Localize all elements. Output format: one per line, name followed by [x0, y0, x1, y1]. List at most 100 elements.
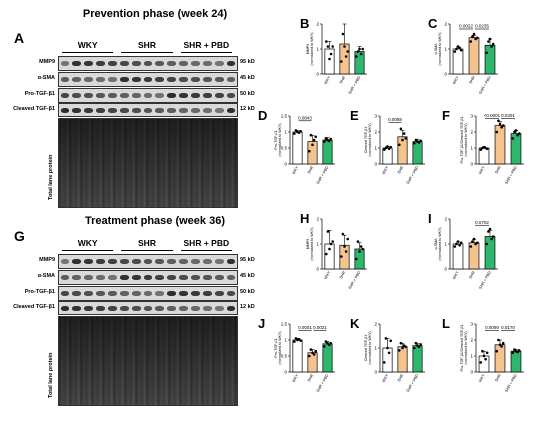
- bar-wky: [292, 131, 303, 165]
- data-point: [513, 130, 516, 134]
- total-lane-protein-label: Total lane protein: [48, 154, 54, 200]
- blot-band: [131, 93, 141, 98]
- data-point: [516, 350, 519, 354]
- data-point: [517, 349, 521, 352]
- data-point: [340, 255, 343, 258]
- y-axis-label: (normalized to WKY): [310, 32, 314, 65]
- y-axis-label: Pro-TGF-β1: [274, 130, 278, 149]
- data-point: [296, 338, 299, 342]
- blot-band: [214, 93, 224, 98]
- data-point: [358, 47, 361, 51]
- blot-band: [84, 61, 94, 66]
- blot-band: [191, 61, 200, 66]
- bar-wky: [478, 147, 490, 165]
- blot-group-line: [121, 250, 173, 251]
- bar-wky: [452, 243, 464, 270]
- panel-letter-k: K: [350, 316, 360, 331]
- blot-row-label: MMP9: [39, 257, 55, 263]
- blot-band: [202, 93, 212, 98]
- blot-kd-label: 95 kD: [240, 59, 255, 65]
- blot-group-line: [62, 52, 114, 53]
- x-tick-label: SHR: [307, 165, 315, 174]
- data-point: [498, 343, 502, 347]
- blot-band: [191, 291, 200, 296]
- blot-kd-label: 12 kD: [240, 304, 255, 310]
- data-point: [344, 250, 348, 253]
- blot-band: [191, 305, 200, 311]
- data-point: [343, 245, 346, 248]
- data-point: [479, 361, 483, 364]
- y-tick-label: 2: [470, 130, 473, 135]
- data-point: [471, 35, 474, 38]
- blot-group-label: SHR + PBD: [183, 238, 230, 248]
- blot-strip: [58, 254, 238, 269]
- data-point: [311, 143, 314, 147]
- bar-shr: [307, 141, 318, 165]
- p-value-label: 0.0068: [388, 117, 402, 122]
- data-point: [361, 47, 365, 51]
- x-tick-label: SHR + PBD: [504, 165, 518, 185]
- data-point: [475, 36, 479, 40]
- blot-band: [84, 107, 94, 113]
- data-point: [511, 137, 515, 140]
- blot-band: [191, 275, 200, 280]
- bar-shr-pbd: [322, 343, 333, 373]
- blot-band: [143, 291, 153, 296]
- data-point: [383, 148, 386, 151]
- data-point: [358, 250, 361, 253]
- blot-band: [84, 305, 94, 311]
- data-point: [294, 129, 298, 132]
- blot-band: [60, 93, 70, 98]
- p-value-label: 0.0170: [501, 325, 515, 330]
- y-axis-label: (normalized to WKY): [368, 331, 372, 364]
- y-tick-label: 0: [316, 72, 319, 77]
- blot-group-line: [121, 52, 173, 53]
- y-tick-label: 1: [444, 242, 447, 247]
- blot-band: [72, 275, 82, 280]
- blot-band: [167, 107, 177, 113]
- data-point: [514, 129, 518, 132]
- data-point: [308, 149, 311, 153]
- blot-band: [179, 275, 189, 280]
- y-axis-label: (normalized to WKY): [278, 331, 282, 364]
- blot-group-line: [180, 250, 232, 251]
- data-point: [296, 130, 299, 134]
- data-point: [481, 349, 484, 353]
- blot-band: [72, 259, 82, 264]
- blot-band: [143, 61, 153, 66]
- data-point: [314, 349, 318, 353]
- blot-band: [155, 93, 165, 98]
- data-point: [487, 230, 490, 233]
- data-point: [402, 132, 406, 135]
- blot-band: [72, 291, 82, 296]
- blot-row-label: Pro-TGF-β1: [24, 91, 55, 97]
- blot-band: [119, 291, 129, 296]
- blot-band: [60, 275, 70, 280]
- blot-band: [167, 93, 177, 98]
- data-point: [343, 45, 346, 48]
- blot-band: [60, 61, 70, 66]
- y-axis-label: (normalized to WKY): [278, 123, 282, 156]
- panel-letter-i: I: [428, 211, 432, 226]
- data-point: [500, 125, 503, 129]
- x-tick-label: SHR + PBD: [504, 373, 518, 393]
- bar-shr-pbd: [510, 350, 522, 373]
- data-point: [474, 37, 477, 41]
- blot-kd-label: 50 kD: [240, 91, 255, 97]
- blot-band: [107, 93, 117, 98]
- blot-band: [155, 291, 165, 296]
- x-tick-label: SHR: [397, 165, 405, 174]
- data-point: [469, 245, 473, 248]
- blot-band: [60, 77, 70, 82]
- x-tick-label: WKY: [324, 270, 332, 280]
- data-point: [386, 145, 389, 148]
- data-point: [501, 124, 505, 127]
- blot-band: [214, 259, 224, 264]
- y-tick-label: 2: [470, 338, 473, 343]
- data-point: [401, 346, 404, 350]
- blot-group-label: SHR + PBD: [183, 40, 230, 50]
- blot-band: [155, 259, 165, 264]
- data-point: [419, 139, 423, 143]
- blot-strip: [58, 103, 238, 117]
